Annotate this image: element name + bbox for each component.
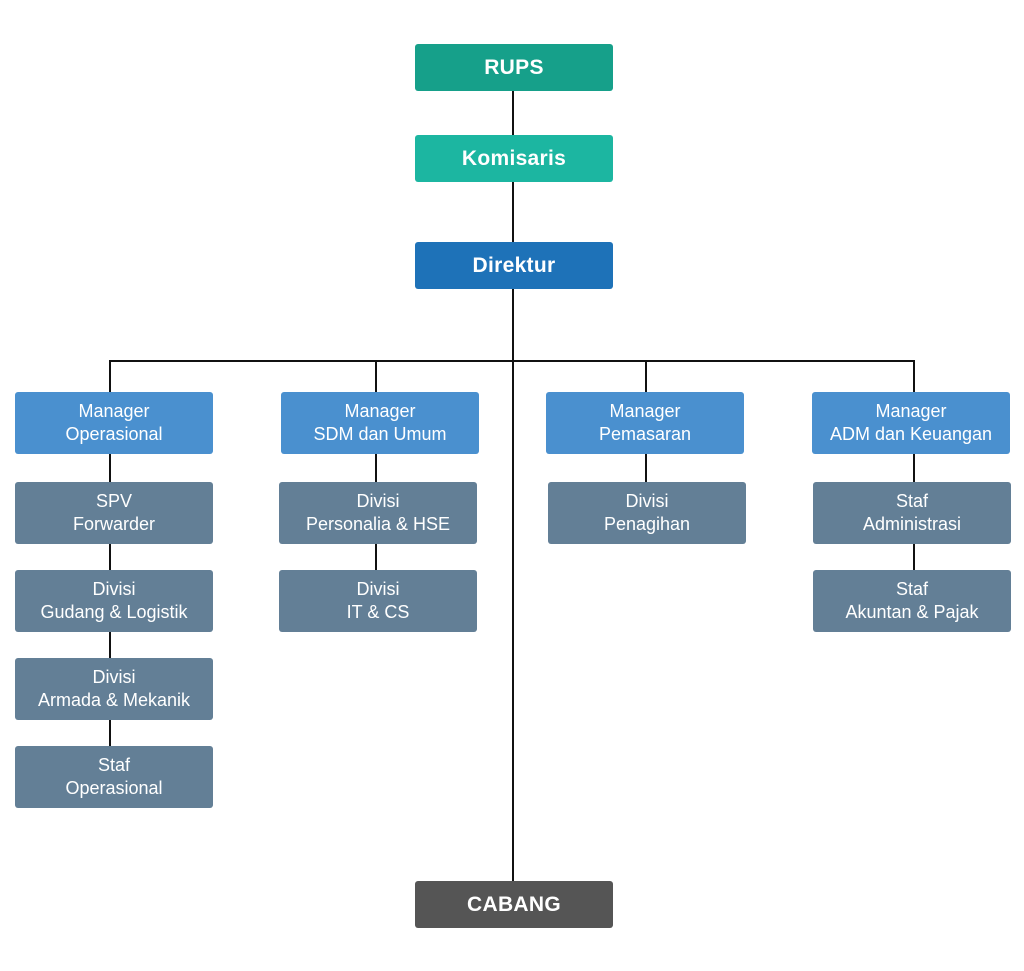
connector-bar-manager-adm	[913, 360, 915, 392]
box-manager-pemasaran-line2: Pemasaran	[598, 424, 692, 444]
box-spv-forwarder: SPV Forwarder	[15, 482, 213, 544]
box-manager-sdm: Manager SDM dan Umum	[281, 392, 479, 454]
box-manager-sdm-line1: Manager	[344, 401, 416, 421]
box-divisi-it-cs-line1: Divisi	[356, 579, 400, 599]
box-rups: RUPS	[415, 44, 613, 91]
box-staf-administrasi-line2: Administrasi	[862, 514, 962, 534]
box-cabang: CABANG	[415, 881, 613, 928]
connector-rups-komisaris	[512, 91, 514, 135]
box-divisi-armada-mekanik-line1: Divisi	[92, 667, 136, 687]
box-spv-forwarder-line1: SPV	[95, 491, 133, 511]
box-staf-operasional-line1: Staf	[97, 755, 131, 775]
box-manager-operasional-line2: Operasional	[65, 424, 163, 444]
connector-bar-manager-sdm	[375, 360, 377, 392]
box-komisaris-label: Komisaris	[461, 147, 567, 170]
connector-direktur-cabang	[512, 289, 514, 881]
box-cabang-label: CABANG	[467, 893, 561, 916]
connector-bar-manager-pemasaran	[645, 360, 647, 392]
connector-komisaris-direktur	[512, 181, 514, 242]
box-manager-operasional-line1: Manager	[78, 401, 150, 421]
box-divisi-armada-mekanik-line2: Armada & Mekanik	[37, 690, 191, 710]
box-manager-pemasaran: Manager Pemasaran	[546, 392, 744, 454]
box-divisi-gudang-logistik-line1: Divisi	[92, 579, 136, 599]
box-manager-adm-line2: ADM dan Keuangan	[829, 424, 993, 444]
box-komisaris: Komisaris	[415, 135, 613, 182]
box-divisi-gudang-logistik-line2: Gudang & Logistik	[40, 602, 188, 622]
connector-col3	[645, 454, 647, 482]
box-divisi-it-cs-line2: IT & CS	[346, 602, 410, 622]
box-rups-label: RUPS	[484, 56, 544, 79]
box-divisi-personalia-hse-line1: Divisi	[356, 491, 400, 511]
box-spv-forwarder-line2: Forwarder	[72, 514, 156, 534]
box-divisi-gudang-logistik: Divisi Gudang & Logistik	[15, 570, 213, 632]
box-staf-akuntan-pajak: Staf Akuntan & Pajak	[813, 570, 1011, 632]
box-manager-adm-line1: Manager	[875, 401, 947, 421]
box-divisi-penagihan: Divisi Penagihan	[548, 482, 746, 544]
box-staf-operasional: Staf Operasional	[15, 746, 213, 808]
box-manager-sdm-line2: SDM dan Umum	[313, 424, 447, 444]
box-staf-administrasi: Staf Administrasi	[813, 482, 1011, 544]
box-divisi-personalia-hse-line2: Personalia & HSE	[305, 514, 451, 534]
box-manager-adm: Manager ADM dan Keuangan	[812, 392, 1010, 454]
box-direktur: Direktur	[415, 242, 613, 289]
box-staf-akuntan-pajak-line2: Akuntan & Pajak	[845, 602, 979, 622]
box-divisi-personalia-hse: Divisi Personalia & HSE	[279, 482, 477, 544]
box-divisi-armada-mekanik: Divisi Armada & Mekanik	[15, 658, 213, 720]
connector-bar-manager-operasional	[109, 360, 111, 392]
box-staf-administrasi-line1: Staf	[895, 491, 929, 511]
connector-manager-bar	[109, 360, 915, 362]
box-manager-operasional: Manager Operasional	[15, 392, 213, 454]
box-divisi-penagihan-line1: Divisi	[625, 491, 669, 511]
box-divisi-penagihan-line2: Penagihan	[603, 514, 691, 534]
box-staf-akuntan-pajak-line1: Staf	[895, 579, 929, 599]
box-divisi-it-cs: Divisi IT & CS	[279, 570, 477, 632]
box-staf-operasional-line2: Operasional	[65, 778, 163, 798]
box-direktur-label: Direktur	[472, 254, 556, 277]
box-manager-pemasaran-line1: Manager	[609, 401, 681, 421]
